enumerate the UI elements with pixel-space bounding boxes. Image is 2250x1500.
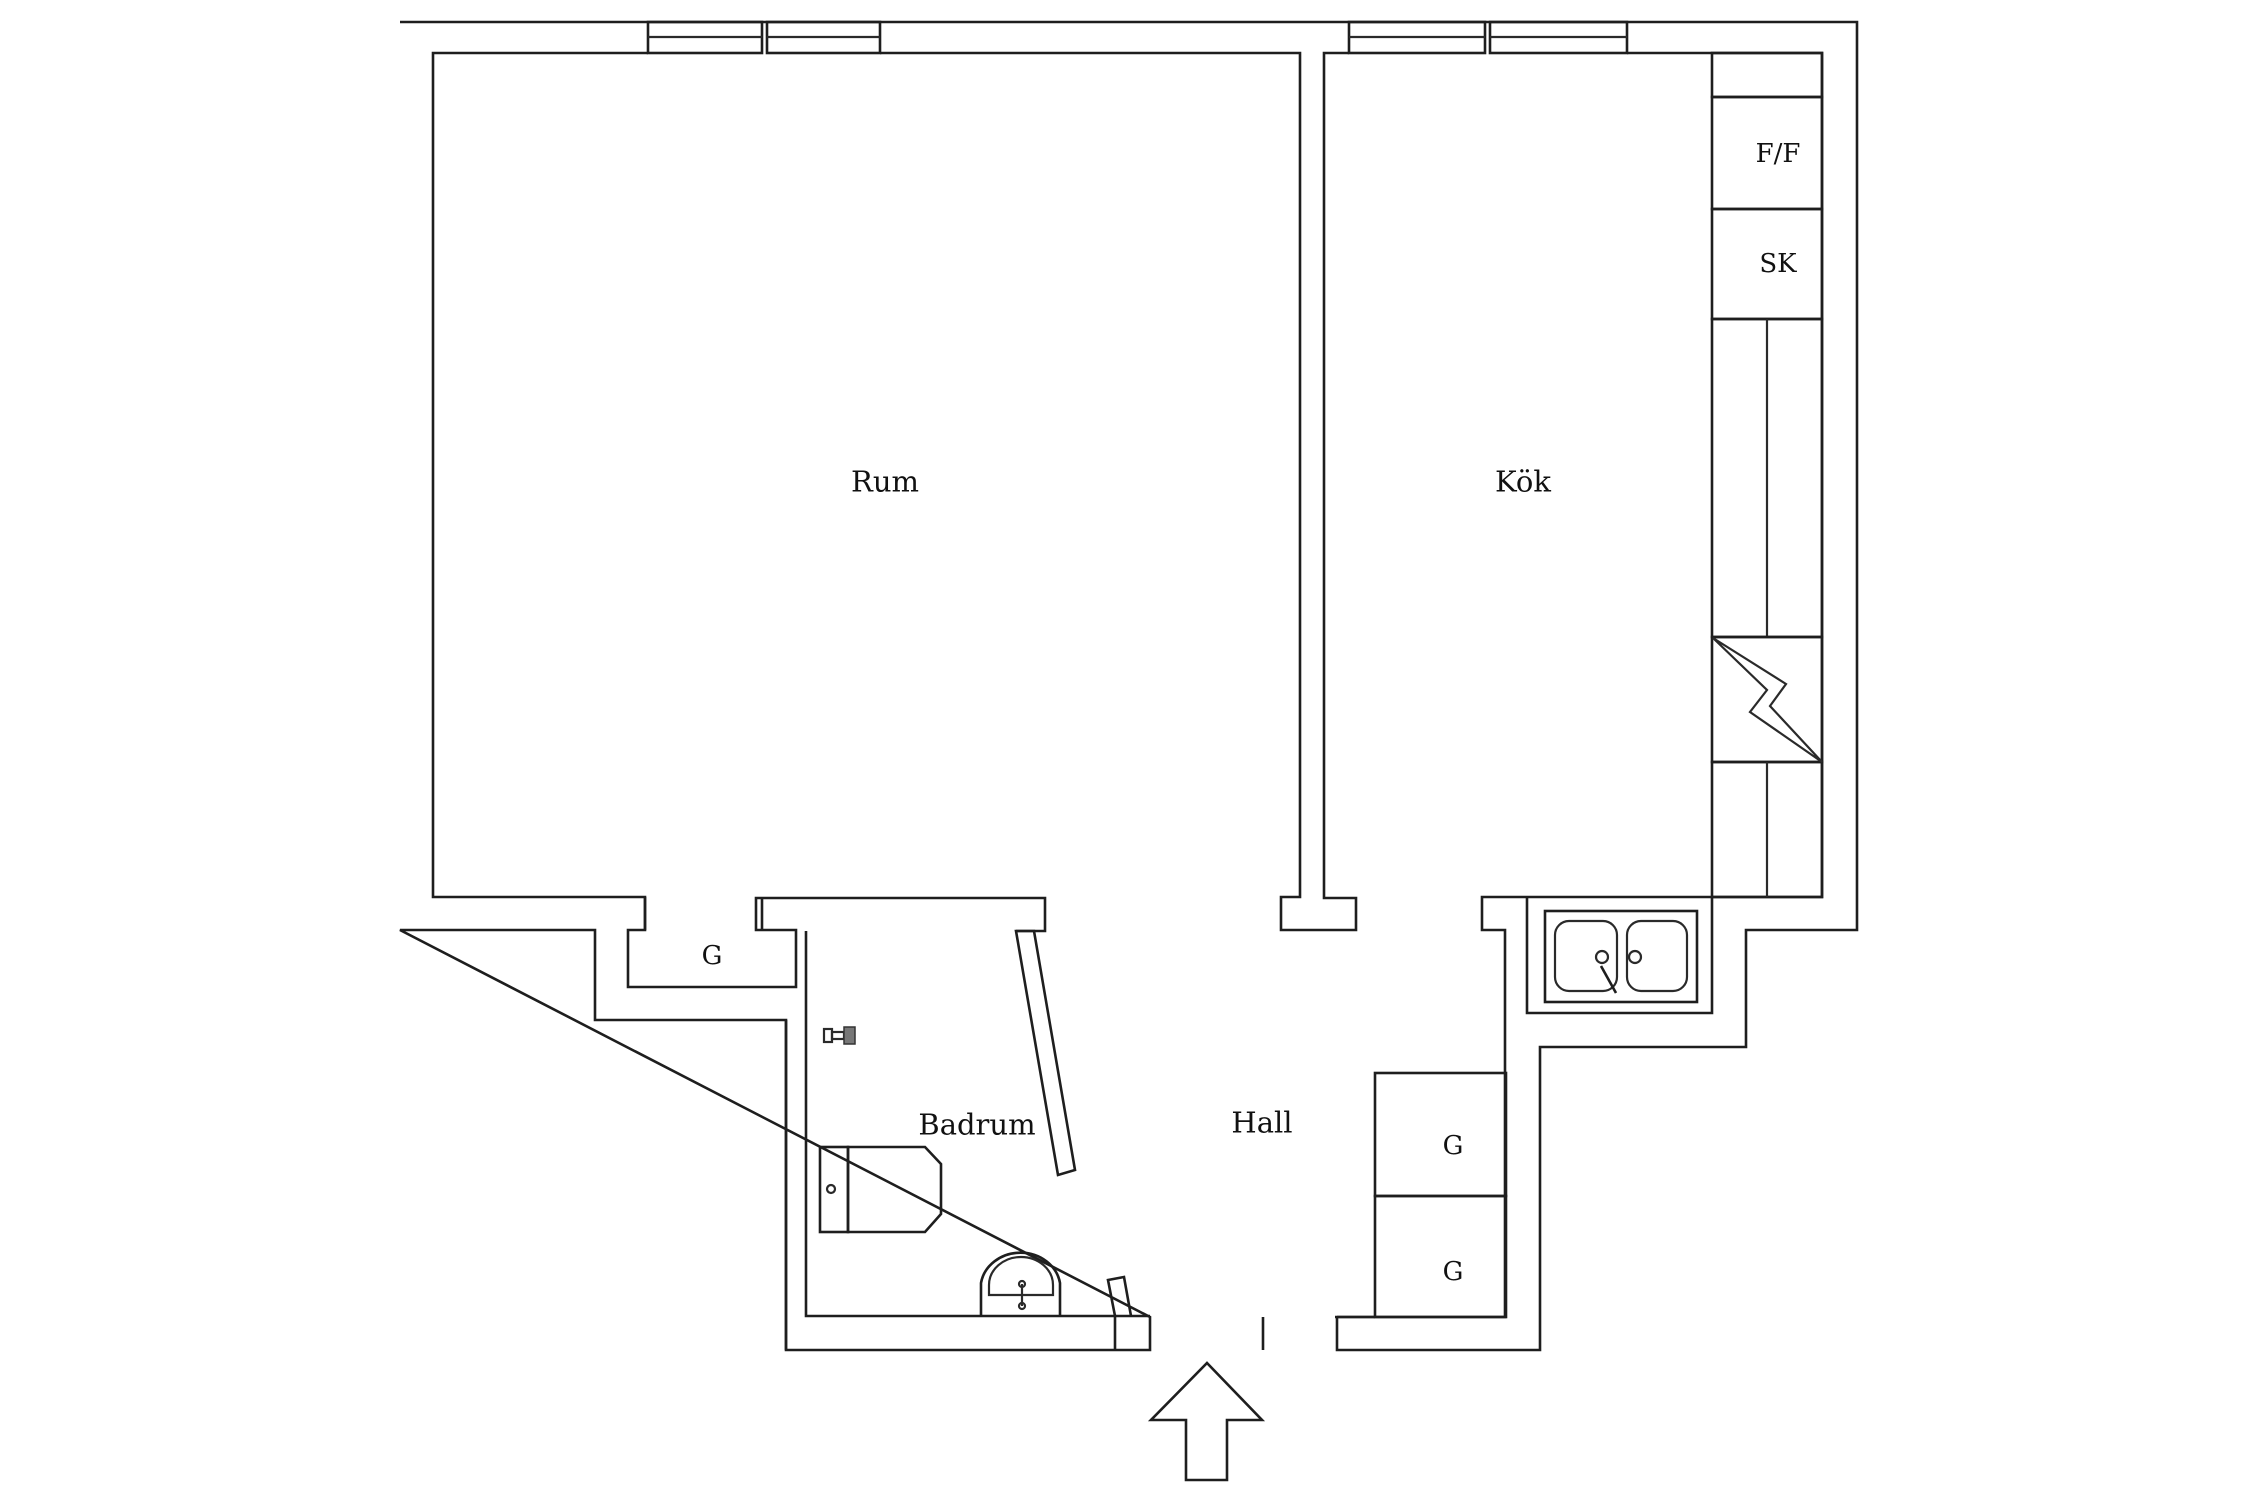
washbasin-icon (979, 1251, 1062, 1316)
toilet-icon (818, 1145, 943, 1234)
lightning-icon (1712, 637, 1823, 763)
double-sink-icon (1543, 909, 1699, 1004)
valve-icon (822, 1026, 856, 1045)
room-label-rum: Rum (850, 464, 920, 499)
arrow-up-icon (1147, 1361, 1266, 1482)
rum-walls (431, 51, 1358, 989)
hall-closets (1335, 1071, 1508, 1319)
bathroom-door (1014, 929, 1077, 1177)
closet-label-rum: G (701, 941, 723, 971)
rum-windows (646, 20, 882, 55)
closet-label-hall-2: G (1442, 1257, 1464, 1287)
room-label-hall: Hall (1231, 1105, 1293, 1140)
rum-closet (643, 897, 764, 930)
kitchen-walls (1337, 51, 1824, 1319)
kitchen-cabinets (1710, 51, 1824, 899)
room-label-badrum: Badrum (918, 1107, 1036, 1142)
room-label-kok: Kök (1495, 464, 1551, 499)
door-stop (1106, 1275, 1133, 1317)
cabinet-label: SK (1759, 249, 1797, 279)
bathroom-walls (784, 931, 1150, 1350)
outer-wall (399, 20, 1859, 1352)
kitchen-windows (1347, 20, 1629, 55)
fridge-freezer-label: F/F (1755, 139, 1801, 169)
closet-label-hall-1: G (1442, 1131, 1464, 1161)
